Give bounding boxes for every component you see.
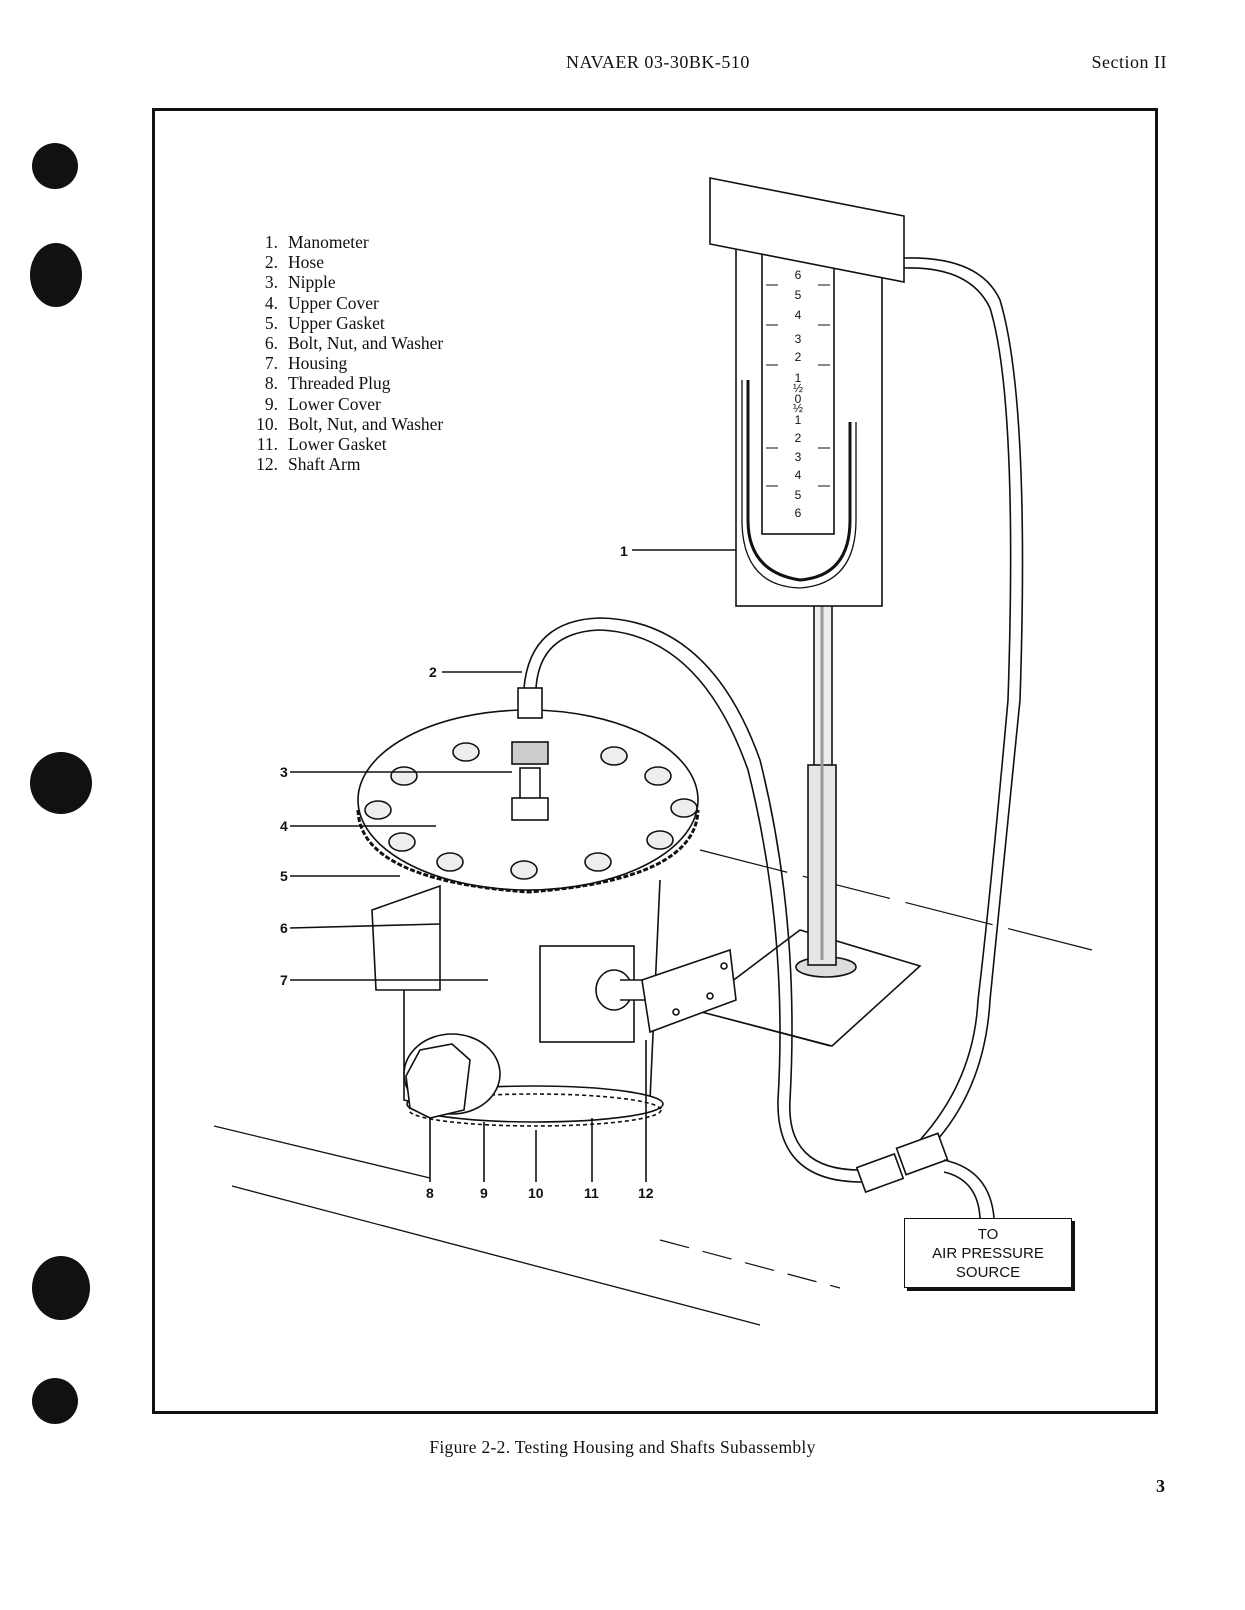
page-number: 3 [1156, 1476, 1165, 1496]
legend-item: 4.Upper Cover [264, 292, 379, 313]
scale-tick-label: 1 [795, 371, 802, 385]
binder-hole-4 [32, 1256, 90, 1320]
scale-tick-label: ½ [793, 401, 803, 415]
scale-tick-label: 6 [795, 506, 802, 520]
legend-item: 9.Lower Cover [264, 393, 381, 414]
section-label: Section II [1091, 52, 1167, 72]
scale-tick-label: 4 [795, 308, 802, 322]
callout-12: 12 [638, 1185, 654, 1201]
callout-5: 5 [280, 868, 288, 884]
scale-tick-label: 5 [795, 488, 802, 502]
scale-tick-label: 3 [795, 332, 802, 346]
legend-item: 12.Shaft Arm [256, 454, 361, 475]
callout-4: 4 [280, 818, 288, 834]
scale-tick-label: 4 [795, 468, 802, 482]
figure-frame [152, 108, 1158, 1414]
scale-tick-label: 0 [795, 392, 802, 406]
scale-tick-label: 1 [795, 413, 802, 427]
legend-item: 5.Upper Gasket [264, 312, 385, 333]
callout-1: 1 [620, 543, 628, 559]
binder-hole-2 [30, 243, 82, 307]
callout-6: 6 [280, 920, 288, 936]
scale-tick-label: 5 [795, 288, 802, 302]
callout-8: 8 [426, 1185, 434, 1201]
legend-item: 11.Lower Gasket [256, 434, 387, 455]
legend-item: 6.Bolt, Nut, and Washer [264, 333, 444, 354]
parts-legend: 1.Manometer 2.Hose 3.Nipple 4.Upper Cove… [246, 232, 443, 474]
legend-item: 7.Housing [264, 353, 348, 374]
callout-7: 7 [280, 972, 288, 988]
legend-item: 3.Nipple [264, 272, 336, 293]
air-pressure-source-label: TO AIR PRESSURE SOURCE [904, 1218, 1072, 1288]
figure-caption: Figure 2-2. Testing Housing and Shafts S… [429, 1437, 816, 1457]
scale-tick-label: 6 [795, 268, 802, 282]
callout-2: 2 [429, 664, 437, 680]
scale-tick-label: 3 [795, 450, 802, 464]
legend-item: 2.Hose [264, 252, 324, 273]
legend-item: 8.Threaded Plug [264, 373, 391, 394]
callout-9: 9 [480, 1185, 488, 1201]
legend-item: 10.Bolt, Nut, and Washer [256, 413, 444, 434]
callout-11: 11 [584, 1185, 599, 1201]
callout-10: 10 [528, 1185, 544, 1201]
callout-3: 3 [280, 764, 288, 780]
document-number: NAVAER 03-30BK-510 [566, 52, 750, 72]
legend-item: 1.Manometer [264, 232, 369, 252]
binder-hole-1 [32, 143, 78, 189]
scale-tick-label: 2 [795, 350, 802, 364]
binder-hole-5 [32, 1378, 78, 1424]
scale-tick-label: 2 [795, 431, 802, 445]
binder-hole-3 [30, 752, 92, 814]
scale-tick-label: ½ [793, 381, 803, 395]
